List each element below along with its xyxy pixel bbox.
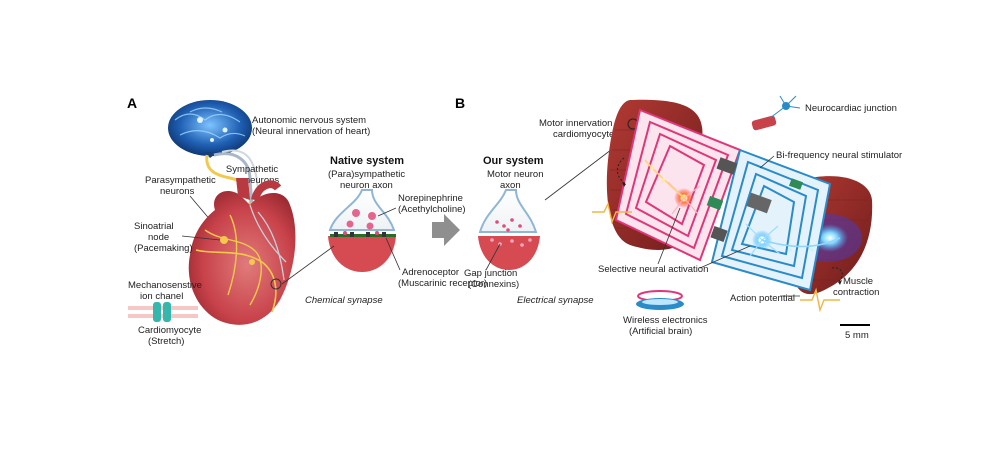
gap-junction-line2: (Connexins) (468, 279, 519, 290)
motor-innervation-line2: cardiomyocytes (553, 129, 619, 140)
sinoatrial-label-line3: (Pacemaking) (134, 243, 193, 254)
brain-illustration (168, 100, 252, 158)
adrenoceptor-label-line1: Adrenoceptor (402, 267, 459, 278)
mechano-label-line1: Mechanosenstive (128, 280, 202, 291)
native-system-title: Native system (330, 155, 404, 167)
panel-label-b: B (455, 95, 465, 111)
cardiomyocyte-label-line2: (Stretch) (148, 336, 184, 347)
sympathetic-label-line2: neurons (245, 175, 280, 186)
sinoatrial-label-line1: Sinoatrial (134, 221, 174, 232)
bifrequency-stimulator-label: Bi-frequency neural stimulator (776, 150, 902, 161)
our-system-title: Our system (483, 155, 544, 167)
parasympathetic-label-line1: Parasympathetic (145, 175, 216, 186)
cardiomyocyte-label-line1: Cardiomyocyte (138, 325, 201, 336)
action-potential-trace-left (592, 201, 632, 225)
native-synapse-illustration (328, 189, 396, 272)
brain-label-line1: Autonomic nervous system (252, 115, 366, 126)
motor-axon-line1: Motor neuron (487, 169, 544, 180)
heart-illustration (188, 178, 296, 325)
panel-label-a: A (127, 95, 137, 111)
mechano-label-line2: ion chanel (140, 291, 183, 302)
sinoatrial-label-line2: node (148, 232, 169, 243)
selective-activation-label: Selective neural activation (598, 264, 708, 275)
motor-axon-line2: axon (500, 180, 521, 191)
motor-innervation-line1: Motor innervation of (539, 118, 623, 129)
action-potential-label: Action potential (730, 293, 795, 304)
electrical-synapse-illustration (478, 189, 540, 270)
chemical-synapse-label: Chemical synapse (305, 295, 383, 306)
native-axon-line1: (Para)sympathetic (328, 169, 405, 180)
neurocardiac-junction-label: Neurocardiac junction (805, 103, 897, 114)
electrical-synapse-label: Electrical synapse (517, 295, 594, 306)
action-potential-trace-right (800, 287, 840, 313)
wireless-label-line2: (Artificial brain) (629, 326, 692, 337)
gap-junction-line1: Gap junction (464, 268, 517, 279)
sympathetic-tract (213, 152, 254, 206)
scale-bar-label: 5 mm (845, 330, 869, 341)
device-illustration (606, 99, 873, 295)
norepinephrine-label-line1: Norepinephrine (398, 193, 463, 204)
neurocardiac-junction-icon (751, 95, 801, 131)
brain-label-line2: (Neural innervation of heart) (252, 126, 370, 137)
parasympathetic-label-line2: neurons (160, 186, 195, 197)
muscle-contraction-line2: contraction (833, 287, 879, 298)
adrenoceptor-label-line2: (Muscarinic receptor) (398, 278, 487, 289)
ion-channel-icon (128, 302, 198, 322)
transition-arrow-icon (432, 214, 460, 246)
wireless-coil-icon (636, 290, 684, 310)
norepinephrine-label-line2: (Acethylcholine) (398, 204, 466, 215)
muscle-contraction-line1: Muscle (843, 276, 873, 287)
sympathetic-label-line1: Sympathetic (226, 164, 279, 175)
wireless-label-line1: Wireless electronics (623, 315, 708, 326)
native-axon-line2: neuron axon (340, 180, 393, 191)
